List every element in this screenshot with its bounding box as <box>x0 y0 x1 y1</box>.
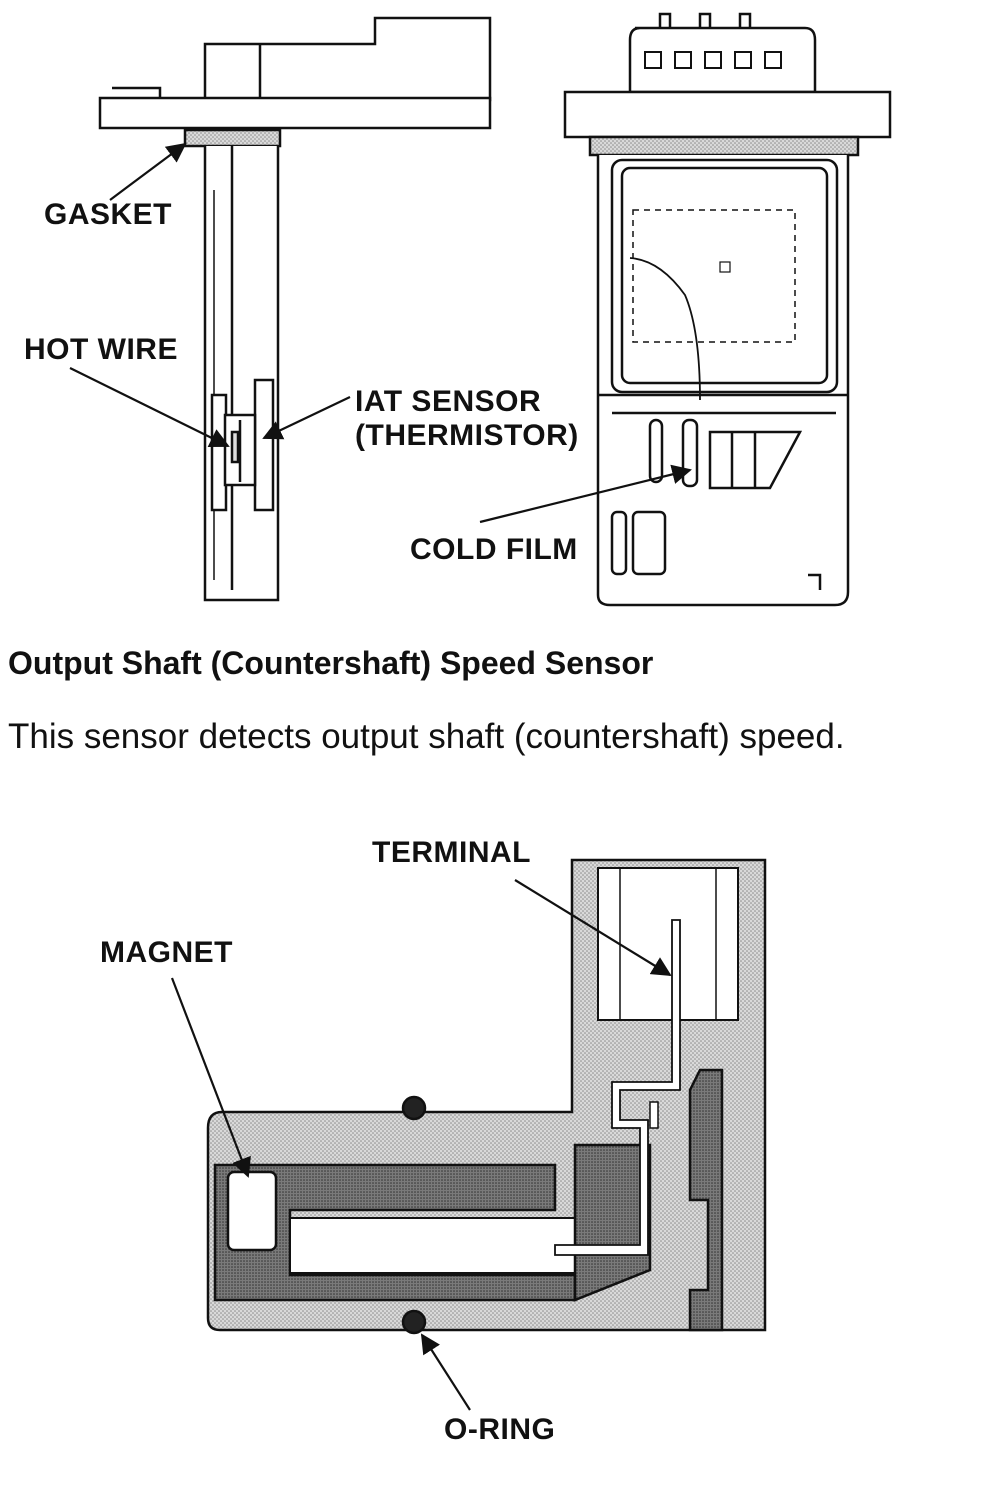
thermistor-label: (THERMISTOR) <box>355 419 579 452</box>
iat-sensor-label: IAT SENSOR <box>355 385 542 418</box>
magnet-label: MAGNET <box>100 936 233 969</box>
connector-pins <box>644 51 782 69</box>
o-ring-label: O-RING <box>444 1413 556 1446</box>
cold-film-label: COLD FILM <box>410 533 578 566</box>
speed-sensor-cross-section <box>206 858 767 1335</box>
hot-wire-label: HOT WIRE <box>24 333 178 366</box>
section-heading: Output Shaft (Countershaft) Speed Sensor <box>8 645 654 681</box>
gasket-label: GASKET <box>44 198 173 231</box>
maf-sensor-side-view <box>98 16 492 602</box>
maf-sensor-front-view <box>563 12 892 607</box>
maf-leader-lines <box>69 142 692 524</box>
speed-sensor-leader-lines <box>170 879 672 1411</box>
section-description: This sensor detects output shaft (counte… <box>8 717 845 756</box>
terminal-label: TERMINAL <box>372 836 531 869</box>
